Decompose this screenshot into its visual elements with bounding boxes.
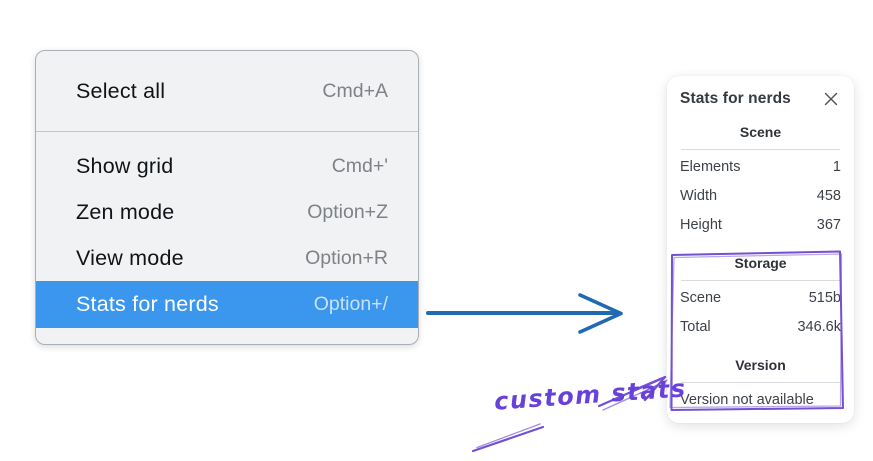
stat-row-scene-storage: Scene 515b <box>680 284 841 313</box>
menu-item-shortcut: Cmd+' <box>331 154 388 177</box>
menu-item-stats-for-nerds[interactable]: Stats for nerds Option+/ <box>36 281 418 328</box>
stat-label: Scene <box>680 290 722 306</box>
stat-value: 515b <box>808 290 841 306</box>
menu-item-label: Stats for nerds <box>76 292 219 316</box>
stat-label: Height <box>680 217 722 233</box>
section-heading-storage: Storage <box>734 255 787 271</box>
blue-arrow <box>426 293 623 334</box>
purple-arrow <box>471 375 668 453</box>
stats-panel-header: Stats for nerds <box>680 89 841 109</box>
stat-label: Width <box>680 188 718 204</box>
menu-item-label: Zen mode <box>76 199 175 224</box>
stat-value: 367 <box>816 217 841 233</box>
section-divider <box>681 280 840 281</box>
menu-item-show-grid[interactable]: Show grid Cmd+' <box>36 143 418 189</box>
context-menu: Select all Cmd+A Show grid Cmd+' Zen mod… <box>35 50 419 345</box>
version-note: Version not available <box>680 392 814 408</box>
menu-item-label: View mode <box>76 245 184 270</box>
section-divider <box>681 382 840 383</box>
stat-value: 346.6k <box>797 319 841 335</box>
section-heading-version: Version <box>735 357 786 373</box>
stat-label: Total <box>680 319 711 335</box>
close-button[interactable] <box>821 89 841 109</box>
section-divider <box>681 149 840 150</box>
menu-item-shortcut: Option+/ <box>313 293 388 315</box>
stat-label: Elements <box>680 159 741 175</box>
menu-item-shortcut: Option+R <box>305 246 388 269</box>
menu-group: Show grid Cmd+' Zen mode Option+Z View m… <box>36 132 418 328</box>
menu-item-label: Select all <box>76 78 166 103</box>
stat-value: 458 <box>816 188 841 204</box>
menu-separator <box>36 131 418 132</box>
stats-panel-title: Stats for nerds <box>680 90 791 107</box>
menu-item-label: Show grid <box>76 153 174 178</box>
menu-item-shortcut: Option+Z <box>307 200 388 223</box>
stat-row-total-storage: Total 346.6k <box>680 313 841 342</box>
menu-item-shortcut: Cmd+A <box>322 79 388 102</box>
stat-row-width: Width 458 <box>680 182 841 211</box>
close-icon <box>824 92 838 106</box>
stat-row-height: Height 367 <box>680 211 841 240</box>
menu-item-select-all[interactable]: Select all Cmd+A <box>36 51 418 131</box>
stat-value: 1 <box>832 159 841 175</box>
stat-row-elements: Elements 1 <box>680 153 841 182</box>
stats-panel: Stats for nerds Scene Elements 1 Width 4… <box>667 76 854 423</box>
custom-stats-label: custom stats <box>493 374 688 416</box>
menu-item-view-mode[interactable]: View mode Option+R <box>36 235 418 281</box>
menu-item-zen-mode[interactable]: Zen mode Option+Z <box>36 189 418 235</box>
section-heading-scene: Scene <box>739 124 782 140</box>
